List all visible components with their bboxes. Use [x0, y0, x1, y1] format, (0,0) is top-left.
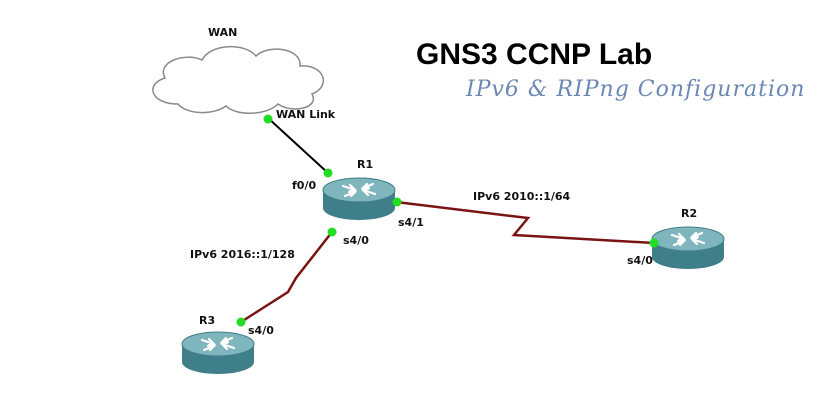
- port-dot-r1-s4-1[interactable]: [392, 197, 402, 207]
- port-dot-wan-link[interactable]: [263, 114, 273, 124]
- port-dot-r3-s4-0[interactable]: [236, 317, 246, 327]
- router-label-r3: R3: [199, 314, 215, 327]
- cloud-icon[interactable]: [152, 45, 324, 114]
- serial-link-r1-r3: [240, 231, 333, 324]
- router-label-r2: R2: [681, 207, 697, 220]
- page-title: GNS3 CCNP Lab: [416, 38, 652, 71]
- serial-link-r1-r2: [395, 200, 655, 245]
- port-dot-r1-f0-0[interactable]: [323, 168, 333, 178]
- router-icon-r1[interactable]: [321, 176, 397, 222]
- port-dot-r1-s4-0[interactable]: [327, 227, 337, 237]
- port-label-r1-f0-0: f0/0: [292, 179, 316, 192]
- router-label-r1: R1: [357, 158, 373, 171]
- port-dot-r2-s4-0[interactable]: [649, 238, 659, 248]
- port-label-r1-s4-0: s4/0: [343, 234, 369, 247]
- cloud-label: WAN: [208, 26, 237, 39]
- router-icon-r2[interactable]: [650, 225, 726, 271]
- page-subtitle: IPv6 & RIPng Configuration: [465, 77, 805, 102]
- router-icon-r3[interactable]: [180, 330, 256, 376]
- link-label-r1-r2: IPv6 2010::1/64: [473, 190, 571, 203]
- wan-link-label: WAN Link: [276, 108, 336, 121]
- port-label-r3-s4-0: s4/0: [248, 324, 274, 337]
- port-label-r1-s4-1: s4/1: [398, 216, 424, 229]
- link-label-r1-r3: IPv6 2016::1/128: [190, 248, 295, 261]
- ethernet-link-wan-r1: [267, 117, 329, 174]
- port-label-r2-s4-0: s4/0: [627, 254, 653, 267]
